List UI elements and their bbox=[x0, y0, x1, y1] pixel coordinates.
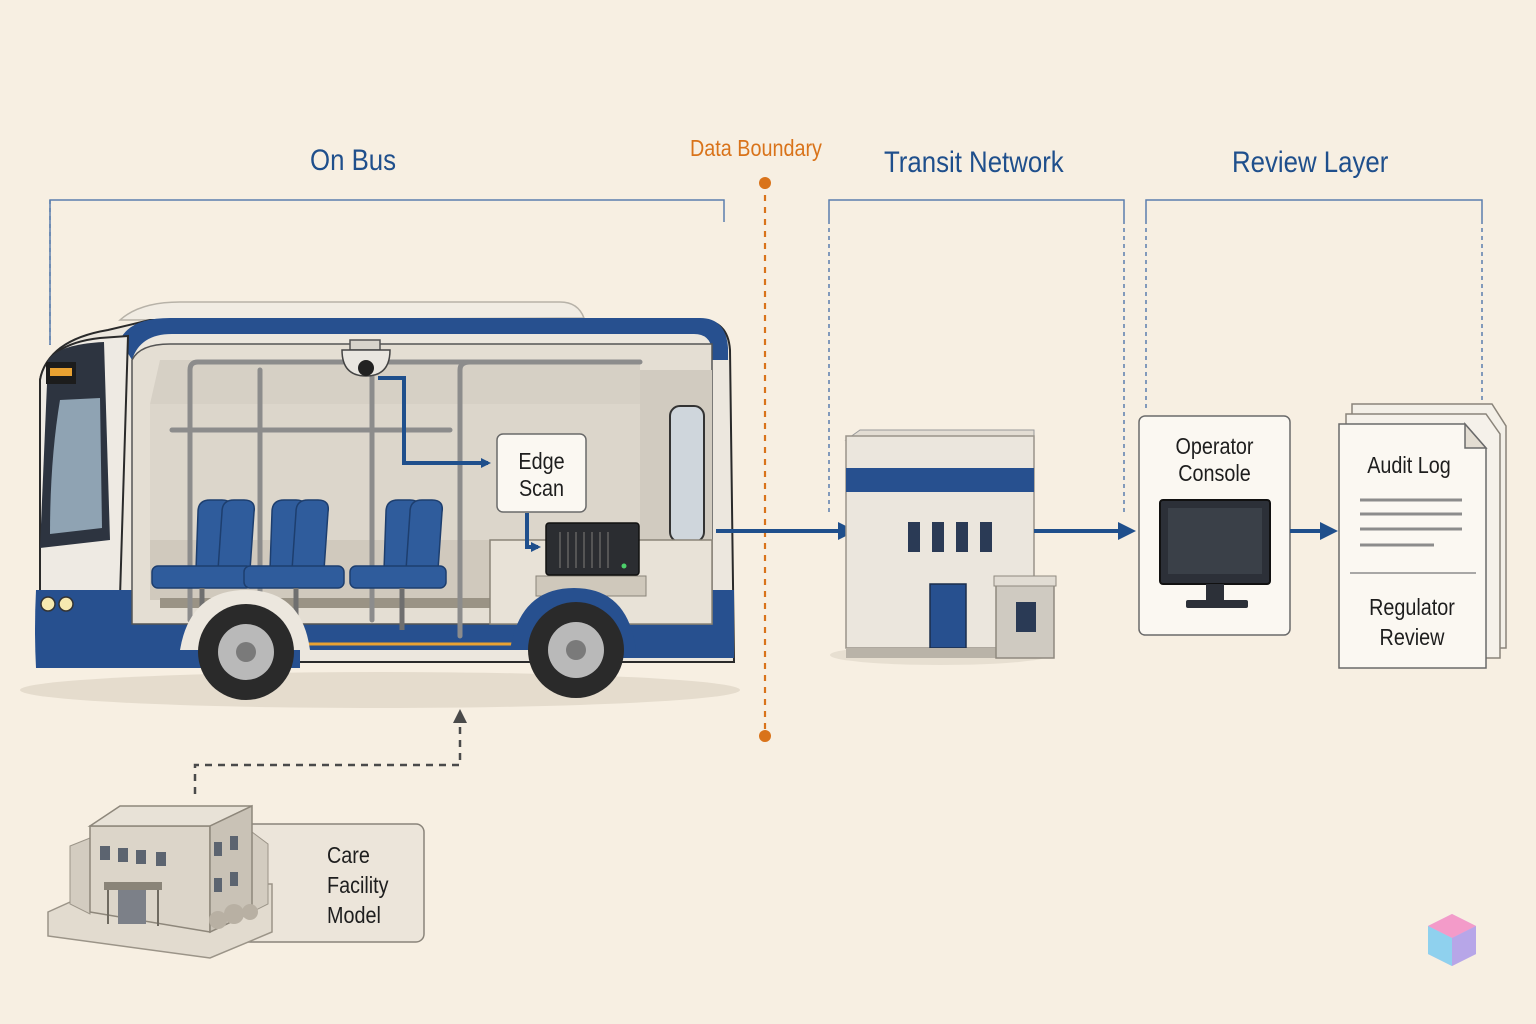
camera-to-edge-arrow bbox=[378, 376, 491, 468]
regulator-review-label: Regulator Review bbox=[1349, 592, 1475, 652]
operator-console-line-2: Console bbox=[1178, 460, 1251, 486]
edge-to-device-arrow bbox=[525, 513, 541, 552]
regulator-review-line-1: Regulator bbox=[1369, 594, 1455, 620]
regulator-review-line-2: Review bbox=[1379, 624, 1445, 650]
review-layer-bracket bbox=[1145, 199, 1483, 412]
edge-scan-line-2: Scan bbox=[518, 475, 565, 501]
on-bus-bracket bbox=[49, 199, 725, 345]
logo-cube-icon bbox=[1428, 914, 1476, 966]
bus-wheels bbox=[180, 588, 636, 700]
care-facility-icon bbox=[47, 804, 273, 959]
audit-log-label: Audit Log bbox=[1367, 452, 1451, 478]
edge-scan-box bbox=[496, 433, 587, 513]
building-icon bbox=[830, 429, 1057, 665]
care-facility-line-2: Facility bbox=[327, 872, 389, 898]
section-title-transit-network: Transit Network bbox=[884, 146, 1064, 179]
care-facility-line-1: Care bbox=[327, 842, 370, 868]
data-boundary-label: Data Boundary bbox=[690, 135, 822, 161]
care-facility-model-label: Care Facility Model bbox=[327, 840, 389, 930]
document-icon bbox=[1338, 403, 1507, 669]
section-title-review-layer: Review Layer bbox=[1232, 146, 1389, 179]
bus-seats bbox=[151, 499, 447, 630]
bus-icon bbox=[20, 301, 740, 708]
edge-scan-line-1: Edge bbox=[518, 448, 565, 474]
transit-network-bracket bbox=[828, 199, 1125, 515]
data-boundary-line bbox=[759, 177, 771, 742]
edge-device-icon bbox=[545, 522, 640, 576]
section-title-on-bus: On Bus bbox=[310, 144, 397, 177]
care-facility-line-3: Model bbox=[327, 902, 381, 928]
operator-console-line-1: Operator bbox=[1175, 433, 1254, 459]
care-facility-to-bus-arrow bbox=[193, 709, 467, 794]
edge-scan-label: Edge Scan bbox=[503, 448, 580, 502]
monitor-icon bbox=[1159, 499, 1271, 608]
operator-console-label: Operator Console bbox=[1150, 433, 1280, 487]
camera-icon bbox=[341, 339, 391, 377]
